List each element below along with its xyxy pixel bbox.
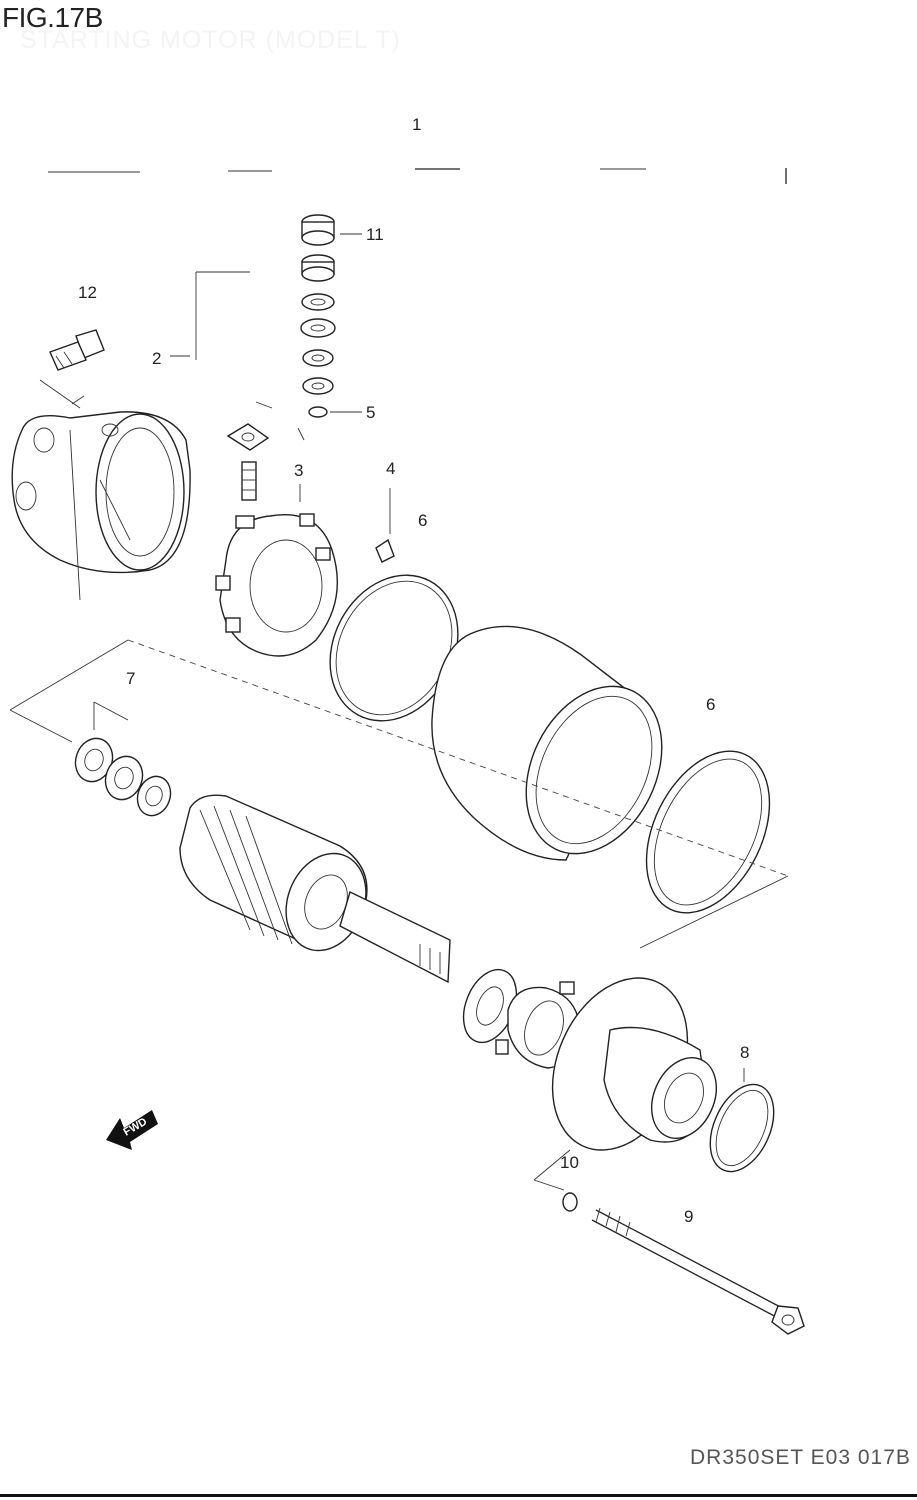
washer-stack — [297, 214, 336, 441]
callout-9: 9 — [684, 1207, 693, 1226]
kit-frame-7 — [9, 639, 789, 949]
callout-3: 3 — [294, 461, 303, 480]
front-cover — [551, 977, 717, 1151]
assembly-bracket — [48, 168, 787, 360]
bottom-rule — [0, 1494, 917, 1497]
o-ring-8 — [709, 1068, 775, 1173]
callout-6b: 6 — [706, 695, 715, 714]
thrust-washers-7 — [74, 737, 172, 817]
fwd-arrow-icon: FWD — [106, 1110, 158, 1150]
bolt-12 — [39, 329, 105, 409]
o-ring-upper — [329, 574, 459, 722]
callout-2: 2 — [152, 349, 161, 368]
callout-8: 8 — [740, 1043, 749, 1062]
figure-title: STARTING MOTOR (MODEL T) — [20, 26, 401, 54]
callout-12: 12 — [78, 283, 97, 302]
rear-cover — [11, 411, 191, 601]
washer-10 — [533, 1149, 578, 1212]
callout-6a: 6 — [418, 511, 427, 530]
drawing-code: DR350SET E03 017B — [690, 1446, 911, 1469]
o-ring-lower — [645, 750, 771, 914]
brush-4 — [375, 488, 395, 563]
callout-11: 11 — [366, 225, 384, 244]
figure-number: FIG.17B — [2, 2, 103, 33]
leader-lines — [330, 233, 362, 413]
brush-holder-3 — [215, 484, 338, 657]
callout-7: 7 — [126, 669, 135, 688]
callout-10: 10 — [560, 1153, 579, 1172]
callout-4: 4 — [386, 459, 395, 478]
part-callouts: 1 2 3 4 5 6 6 7 8 9 10 11 12 — [78, 115, 749, 1226]
callout-1: 1 — [412, 115, 421, 134]
armature — [179, 794, 451, 984]
callout-5: 5 — [366, 403, 375, 422]
through-bolt-9 — [591, 1207, 805, 1335]
yoke-housing — [431, 625, 663, 861]
terminal-2 — [170, 355, 273, 501]
